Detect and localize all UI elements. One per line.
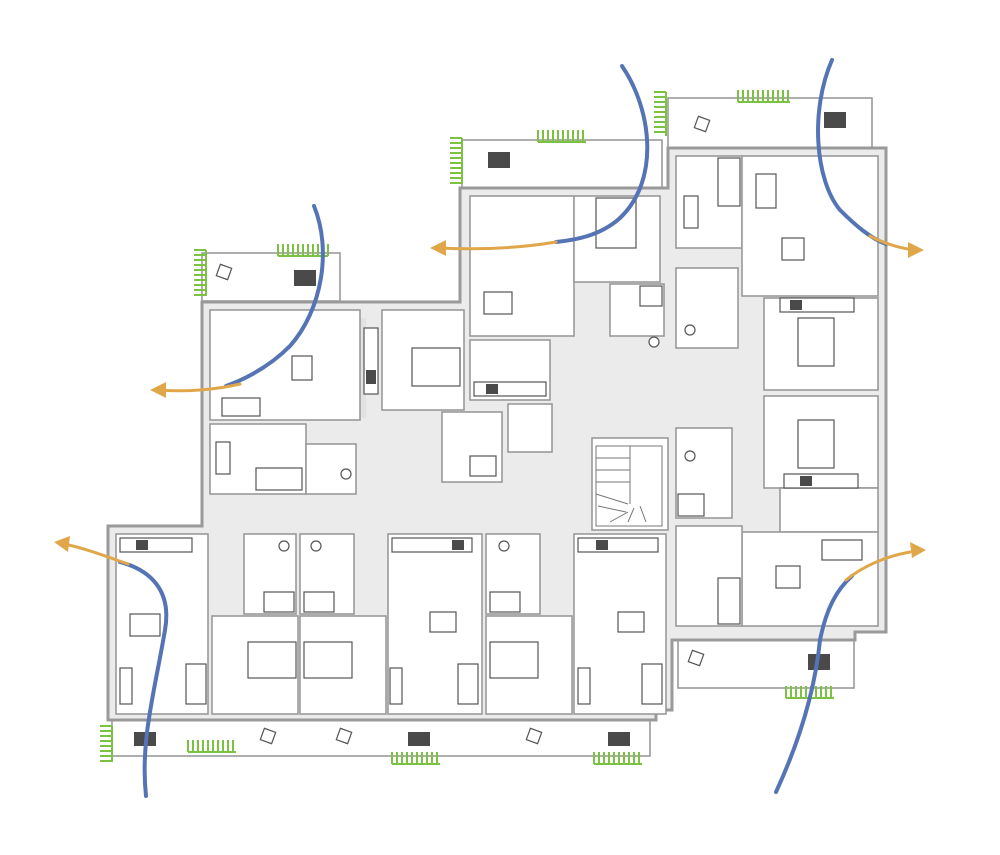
bathtub-icon [489, 591, 521, 613]
toilet-icon [648, 336, 660, 348]
kitchen-counter-icon [363, 327, 379, 395]
kitchen-counter-icon [119, 537, 193, 553]
wardrobe-icon [577, 667, 591, 705]
balcony-chair-icon [215, 263, 233, 281]
bathtub-icon [677, 493, 705, 517]
sofa-icon [821, 539, 863, 561]
balcony-furniture [134, 112, 846, 746]
planter-icon [100, 725, 113, 762]
dining-table-icon [775, 565, 801, 589]
toilet-icon [684, 450, 696, 462]
planter-icon [593, 752, 642, 765]
air-flow-arrow-icon [438, 240, 558, 251]
air-flow-arrow-icon [224, 204, 325, 388]
bathtub-icon [639, 285, 663, 307]
storage-center [507, 403, 553, 453]
desk-icon [215, 441, 231, 475]
kitchen-counter-icon [473, 381, 547, 397]
planter-icon [187, 740, 236, 753]
balcony-table-icon [488, 152, 510, 168]
wardrobe-icon [389, 667, 403, 705]
sofa-icon [641, 663, 663, 705]
bathtub-icon [469, 455, 497, 477]
dining-table-icon [617, 611, 645, 633]
living-room-top-center [469, 195, 575, 337]
balcony-table-icon [608, 732, 630, 746]
sofa-icon [185, 663, 207, 705]
toilet-icon [278, 540, 290, 552]
dining-table-icon [429, 611, 457, 633]
balcony-table-icon [294, 270, 316, 286]
bed-icon [411, 347, 461, 387]
air-flow-arrow-icon [844, 550, 912, 582]
air-flow-arrow-icon [118, 560, 169, 798]
toilet-icon [310, 540, 322, 552]
dining-table-icon [781, 237, 805, 261]
planter-icon [654, 91, 667, 136]
kitchen-counter-icon [577, 537, 659, 553]
wardrobe-icon [717, 157, 741, 207]
dining-table-icon [291, 355, 313, 381]
toilet-icon [340, 468, 352, 480]
planter-icon [450, 137, 463, 184]
air-flow-arrow-icon [774, 574, 854, 794]
balconies [111, 97, 873, 757]
dining-table-icon [483, 291, 513, 315]
staircase-icon [595, 445, 663, 527]
air-flow-arrow-icon [554, 64, 650, 244]
dining-table-icon [129, 613, 161, 637]
air-flow-arrow-icon [816, 58, 888, 246]
wardrobe-icon [717, 577, 741, 625]
desk-icon [683, 195, 699, 229]
sofa-icon [221, 397, 261, 417]
planter-icon [391, 752, 440, 765]
planter-icon [737, 90, 790, 103]
sofa-icon [255, 467, 303, 491]
bed-icon [489, 641, 539, 679]
kitchen-right-middle [779, 487, 879, 533]
planters [100, 90, 834, 765]
balcony-chair-icon [525, 727, 543, 745]
bed-icon [797, 317, 835, 367]
sofa-icon [755, 173, 777, 209]
balcony-table-icon [824, 112, 846, 128]
bathtub-icon [263, 591, 295, 613]
toilet-icon [498, 540, 510, 552]
balcony-chair-icon [335, 727, 353, 745]
sofa-icon [457, 663, 479, 705]
planter-icon [194, 249, 207, 296]
air-flow-arrows [54, 58, 926, 798]
planter-icon [537, 130, 586, 143]
balcony-chair-icon [687, 649, 705, 667]
bathtub-icon [303, 591, 335, 613]
bed-icon [797, 419, 835, 469]
bath-top-right [675, 267, 739, 349]
air-flow-arrow-icon [158, 382, 242, 393]
balcony-bottom [111, 717, 651, 757]
balcony-chair-icon [259, 727, 277, 745]
toilet-icon [684, 324, 696, 336]
balcony-chair-icon [693, 115, 711, 133]
bed-icon [303, 641, 353, 679]
furniture [119, 157, 863, 705]
wardrobe-icon [119, 667, 133, 705]
air-flow-arrow-icon [62, 542, 130, 566]
bed-icon [247, 641, 297, 679]
balcony-table-icon [408, 732, 430, 746]
kitchen-counter-icon [783, 473, 859, 489]
